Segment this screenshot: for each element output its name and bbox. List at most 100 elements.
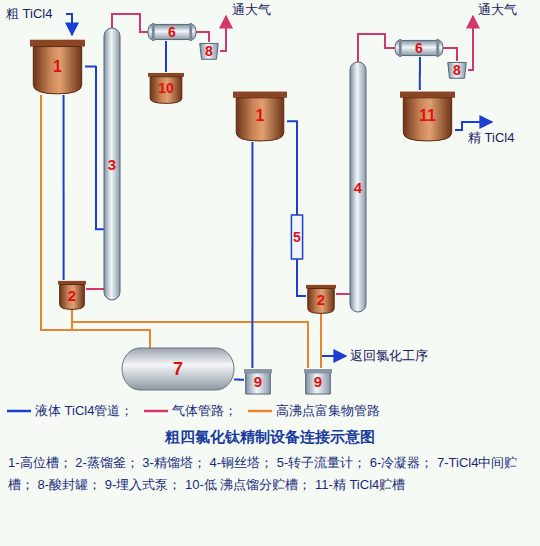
diagram-title: 粗四氯化钛精制设备连接示意图 [0, 428, 540, 447]
pipe-line [443, 48, 457, 61]
still-pot: 2 [306, 284, 336, 314]
feed-label: 粗 TiCl4 [6, 6, 52, 22]
condenser-flange [436, 39, 439, 57]
return-label: 返回氯化工序 [350, 348, 428, 364]
tank-rim [233, 92, 287, 98]
pipe-line [165, 41, 167, 72]
pump-body [246, 373, 271, 394]
legend-swatch [6, 406, 32, 416]
still-pot: 2 [58, 280, 86, 310]
pipe-line [196, 32, 209, 42]
pipe-line [41, 95, 150, 348]
condenser-body [395, 40, 443, 55]
callout-number: 3 [108, 157, 116, 172]
tank-body [60, 285, 85, 310]
title-text: 粗四氯化钛精制设备连接示意图 [165, 428, 375, 445]
pipe-line [85, 66, 104, 229]
acid-seal-tank: 8 [198, 42, 220, 60]
legend-text: 气体管路； [172, 402, 237, 420]
callout-number: 8 [205, 44, 213, 58]
feed-arrow [66, 14, 72, 35]
callout-number: 2 [317, 292, 325, 307]
callout-number: 2 [68, 288, 76, 303]
legend-item: 气体管路； [143, 402, 237, 420]
pipe-line [251, 142, 253, 368]
high-tank: 1 [30, 38, 85, 95]
low-boiling-tank: 10 [148, 72, 184, 104]
legend-item: 液体 TiCl4管道； [6, 402, 133, 420]
callout-number: 6 [415, 41, 423, 55]
legend-swatch [247, 406, 273, 416]
acid-seal-tank: 8 [446, 61, 468, 79]
callout-number: 11 [419, 108, 436, 124]
rotameter-tube [291, 215, 302, 259]
pipe-line [112, 14, 148, 32]
tank-body [403, 98, 451, 141]
legend-text: 液体 TiCl4管道； [35, 402, 133, 420]
refined-tank: 11 [400, 90, 455, 142]
tank-rim [400, 92, 455, 98]
pipe-line [297, 259, 306, 296]
intermediate-tank: 7 [122, 348, 234, 390]
tank-body [308, 289, 334, 314]
condenser-flange [152, 23, 155, 41]
callout-number: 9 [314, 374, 322, 389]
callout-number: 5 [293, 230, 301, 244]
tank-body [150, 77, 182, 104]
legend-line [144, 410, 168, 413]
callout-number: 1 [53, 59, 62, 75]
seal-cup [200, 43, 218, 59]
callout-number: 4 [354, 180, 362, 195]
product-arrow [455, 122, 492, 130]
pipe-line [336, 293, 350, 295]
legend-text: 高沸点富集物管路 [276, 402, 380, 420]
legend-swatch [143, 406, 169, 416]
vent-arrow [220, 16, 226, 51]
return-arrow [321, 355, 346, 357]
tank-rim [58, 281, 86, 285]
legend-item: 高沸点富集物管路 [247, 402, 380, 420]
callout-number: 6 [168, 25, 176, 39]
pipe-line [63, 95, 65, 280]
tank-body [236, 98, 284, 141]
pipe-line [234, 379, 244, 381]
high-tank: 1 [233, 90, 287, 142]
callout-number: 10 [158, 81, 174, 95]
submerged-pump: 9 [244, 368, 272, 394]
tank-rim [148, 73, 184, 77]
vent-arrow [468, 16, 473, 70]
condenser-flange [189, 23, 192, 41]
legend-line [248, 410, 272, 413]
pipe-line [419, 57, 421, 90]
callout-number: 1 [256, 108, 265, 124]
callout-number: 7 [173, 360, 183, 378]
submerged-pump: 9 [304, 368, 332, 394]
copper-wire-column: 4 [350, 62, 366, 312]
pipe-line [86, 288, 104, 290]
callout-number: 9 [254, 374, 262, 389]
horizontal-tank-body [122, 348, 234, 390]
tank-rim [30, 40, 85, 47]
column-body [350, 62, 366, 312]
rectifying-column: 3 [104, 28, 120, 300]
seal-cup [448, 62, 466, 78]
vent-label: 通大气 [478, 2, 517, 18]
legend: 液体 TiCl4管道； 气体管路； 高沸点富集物管路 [6, 402, 380, 420]
diagram-caption: 1-高位槽； 2-蒸馏釜； 3-精馏塔； 4-铜丝塔； 5-转子流量计； 6-冷… [8, 452, 532, 496]
tank-rim [306, 285, 336, 289]
tank-body [33, 47, 81, 94]
condenser-body [148, 24, 196, 39]
pipe-line [72, 310, 150, 348]
condenser-flange [399, 39, 402, 57]
condenser: 6 [395, 39, 443, 57]
column-body [104, 28, 120, 300]
product-label: 精 TiCl4 [468, 130, 514, 146]
pipe-line [287, 121, 297, 215]
callout-number: 8 [453, 63, 461, 77]
legend-line [7, 410, 31, 413]
caption-text: 1-高位槽； 2-蒸馏釜； 3-精馏塔； 4-铜丝塔； 5-转子流量计； 6-冷… [8, 455, 517, 492]
pump-body [306, 373, 331, 394]
pipe-line [358, 34, 395, 62]
pipe-line [320, 314, 322, 368]
